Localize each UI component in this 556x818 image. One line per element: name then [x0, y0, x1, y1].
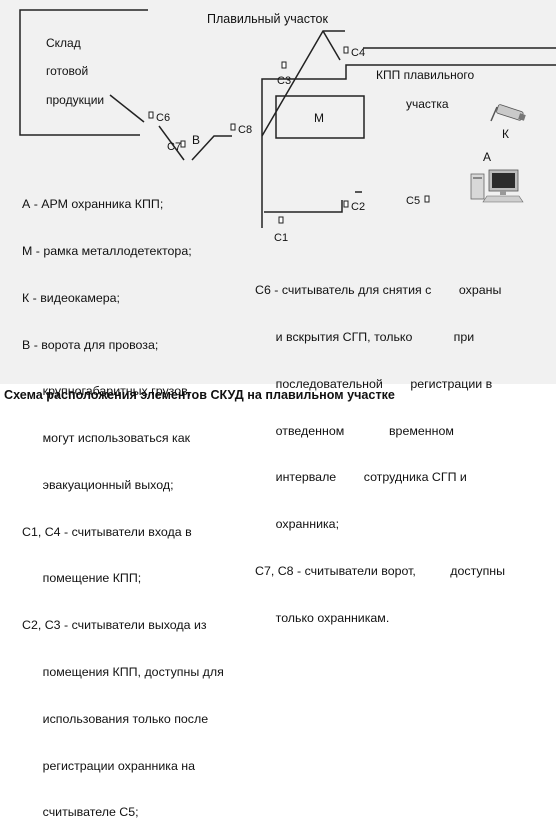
legend-left: А - АРМ охранника КПП; М - рамка металло… — [22, 166, 224, 818]
legend-left-line: использования только после — [22, 711, 209, 726]
legend-left-line: С1, С4 - считыватели входа в — [22, 524, 192, 539]
warehouse-label: Склад готовой продукции — [46, 36, 104, 107]
legend-left-line: эвакуационный выход; — [22, 477, 174, 492]
legend-left-line: А - АРМ охранника КПП; — [22, 197, 164, 212]
reader-c1-label: С1 — [274, 232, 288, 244]
reader-c6-icon — [148, 111, 154, 119]
warehouse-label-line-2: готовой — [46, 64, 88, 78]
reader-c5-icon — [424, 195, 430, 203]
reader-c8-label: С8 — [238, 124, 252, 136]
legend-left-line: считывателе С5; — [22, 805, 139, 818]
reader-c5-label: С5 — [406, 195, 420, 207]
reader-c2-icon — [343, 200, 349, 208]
reader-c2-label: С2 — [351, 201, 365, 213]
reader-c3-label: С3 — [277, 75, 291, 87]
warehouse-label-line-1: Склад — [46, 36, 81, 50]
workstation-computer-icon — [470, 169, 524, 203]
reader-c4-icon — [343, 46, 349, 54]
checkpoint-label-line-2: участка — [406, 97, 449, 111]
legend-left-line: В - ворота для провоза; — [22, 337, 159, 352]
metal-detector-label: М — [314, 111, 324, 125]
legend-left-line: М - рамка металлодетектора; — [22, 243, 192, 258]
legend-right-line: интервале сотрудника СГП и — [255, 470, 467, 485]
checkpoint-label-line-1: КПП плавильного — [376, 68, 474, 82]
reader-c6-label: С6 — [156, 112, 170, 124]
legend-right-line: С6 - считыватель для снятия с охраны — [255, 283, 502, 298]
legend-right-line: только охранникам. — [255, 610, 390, 625]
legend-left-line: помещения КПП, доступны для — [22, 665, 224, 679]
legend-left-line: крупногабаритных грузов, — [22, 384, 192, 399]
reader-c7-icon — [180, 140, 186, 148]
gate-label: В — [192, 133, 200, 147]
video-camera-icon — [490, 104, 526, 122]
legend-left-line: могут использоваться как — [22, 431, 191, 446]
warehouse-label-line-3: продукции — [46, 93, 104, 107]
reader-c1-icon — [278, 216, 284, 224]
legend-right-line: охранника; — [255, 517, 340, 532]
legend-right-line: отведенном временном — [255, 423, 454, 438]
reader-c8-icon — [230, 123, 236, 131]
metal-detector-frame — [275, 95, 365, 139]
camera-label: К — [502, 127, 509, 141]
plant-walls — [191, 30, 556, 228]
legend-left-line: К - видеокамера; — [22, 290, 120, 305]
legend-left-line: помещение КПП; — [22, 571, 142, 586]
legend-right-line: С7, С8 - считыватели ворот, доступны — [255, 563, 506, 578]
plant-area-label: Плавильный участок — [207, 12, 329, 26]
reader-c7-label: С7 — [167, 141, 181, 153]
facility-layout-diagram: Склад готовой продукции Плавильный участ… — [19, 9, 556, 244]
legend-right-line: и вскрытия СГП, только при — [255, 329, 475, 344]
legend-right: С6 - считыватель для снятия с охраны и в… — [255, 252, 505, 642]
warehouse-walls — [19, 9, 185, 161]
figure-caption: Схема расположения элементов СКУД на пла… — [4, 388, 395, 402]
legend-left-line: С2, С3 - считыватели выхода из — [22, 618, 207, 633]
workstation-label: А — [483, 150, 491, 164]
reader-c4-label: С4 — [351, 47, 365, 59]
legend-left-line: регистрации охранника на — [22, 758, 196, 773]
reader-c3-icon — [281, 61, 287, 69]
legend-right-line: последовательной регистрации в — [255, 376, 493, 391]
